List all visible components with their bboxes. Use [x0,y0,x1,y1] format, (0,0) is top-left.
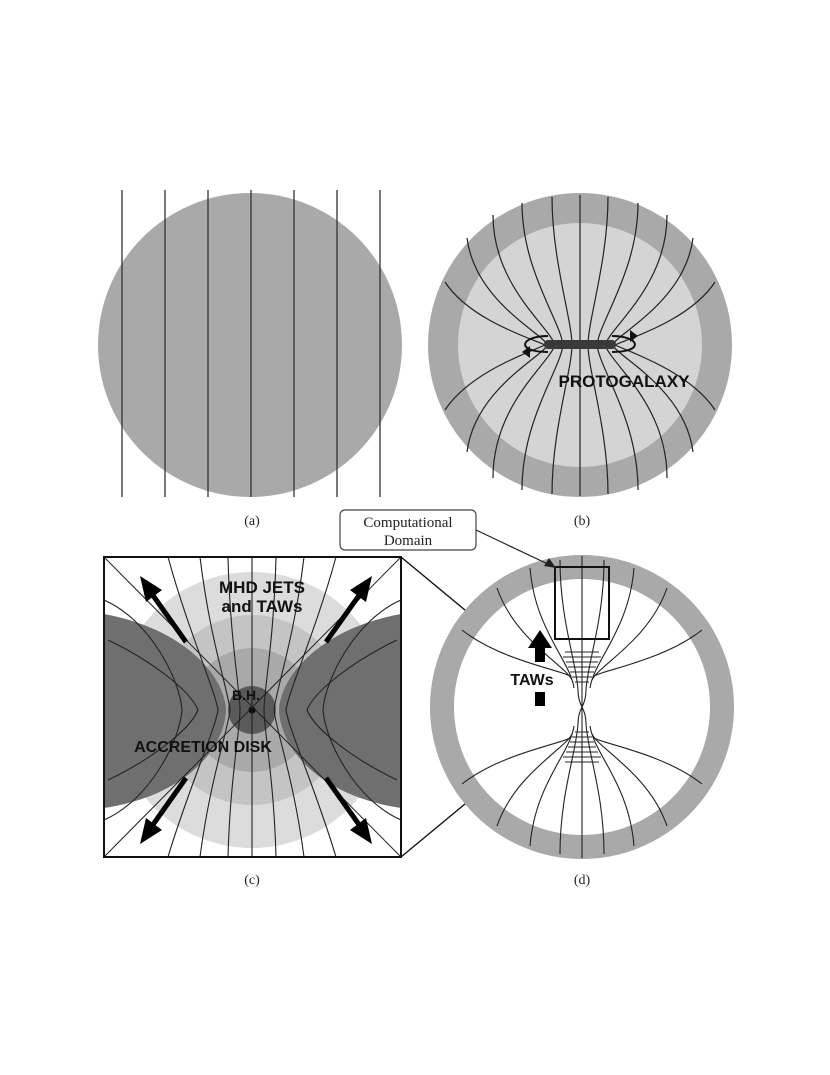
panel-b: PROTOGALAXY (b) [428,193,732,529]
computational-domain-line1: Computational [363,515,452,531]
jet-arrow-up-right-head [350,576,372,602]
taws-label: and TAWs [222,597,303,616]
panel-a-field-lines [121,190,381,497]
computational-domain-pointer [475,529,553,567]
jet-arrow-down-left-head [140,818,162,844]
computational-domain-line2: Domain [384,533,433,549]
accretion-disk-label: ACCRETION DISK [134,739,272,756]
panel-a-cloud [98,193,402,497]
taws-up-arrow [528,630,552,662]
taws-wave-packets [563,651,601,763]
protogalaxy-label: PROTOGALAXY [559,372,691,391]
computational-domain-box [554,566,610,640]
panel-a-caption: (a) [244,514,260,529]
jet-arrows [149,592,363,828]
taws-label-d: TAWs [510,672,553,689]
panel-a: (a) [98,190,402,529]
rotation-arrows [524,335,636,353]
accretion-disk-left [104,614,226,808]
panel-c-caption: (c) [244,873,260,888]
computational-domain-callout: Computational Domain [339,509,556,568]
panel-c: MHD JETS and TAWs B.H. ACCRETION DISK (c… [103,556,402,888]
jet-arrow-down-right-head [350,818,372,844]
accretion-disk-right [279,614,401,808]
rotation-arrow-right-head [630,330,638,342]
bh-label: B.H. [232,687,260,703]
computational-domain-pointer-head [544,558,556,568]
taws-arrow-tail [535,692,545,706]
protogalaxy-disk [544,340,616,349]
mhd-jets-label: MHD JETS [219,578,305,597]
panel-d: TAWs (d) [430,555,734,888]
rotation-arrow-left-head [522,346,530,358]
panel-b-caption: (b) [574,514,591,529]
panel-d-caption: (d) [574,873,591,888]
jet-arrow-up-left-head [140,576,162,602]
panel-c-frame [103,556,402,858]
panel-c-field-lines [104,557,401,857]
